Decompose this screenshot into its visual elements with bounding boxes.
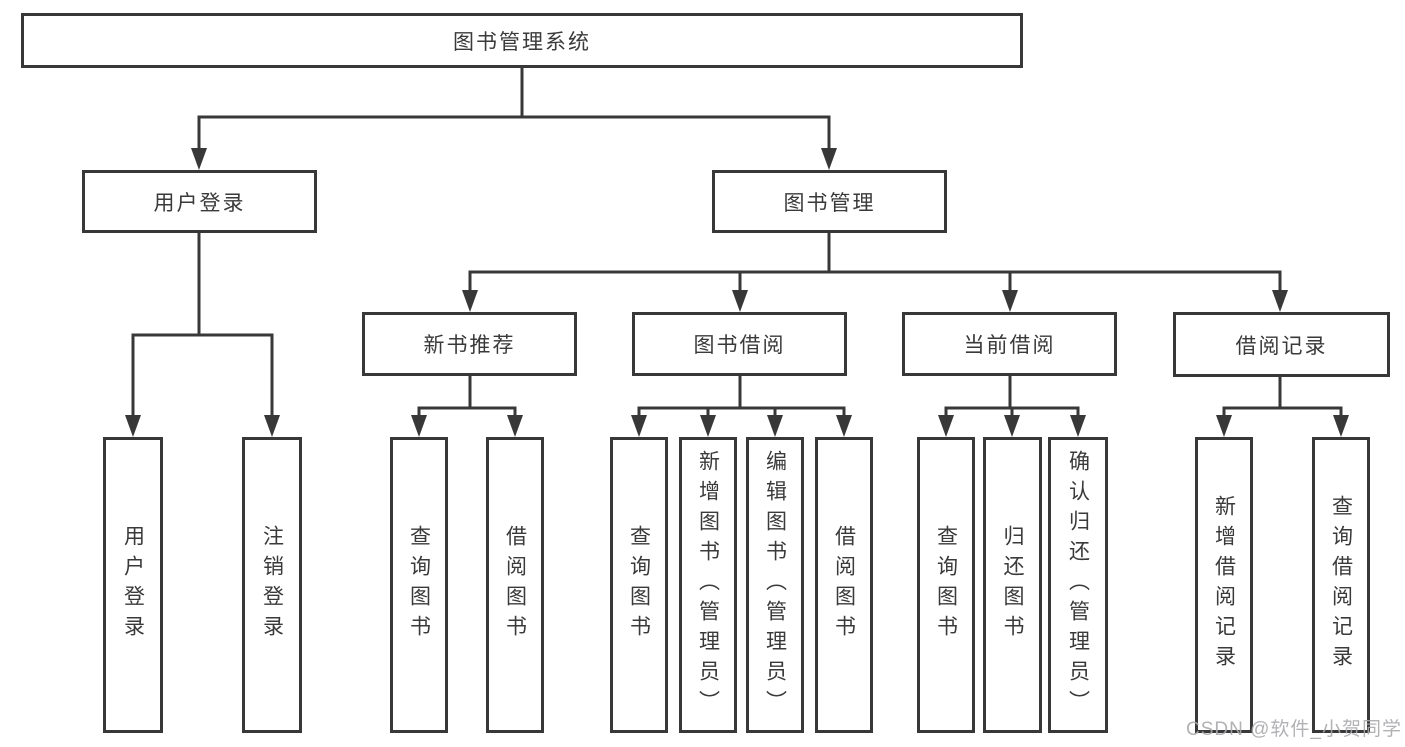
node-book-management: 图书管理	[712, 170, 947, 233]
watermark: CSDN @软件_小贺同学	[1186, 719, 1402, 740]
node-label: 借阅图书	[503, 525, 527, 645]
node-label: 新增借阅记录	[1212, 495, 1236, 675]
node-current-borrow: 当前借阅	[902, 312, 1117, 376]
connector-root-to-level2	[197, 66, 831, 155]
node-label: 当前借阅	[963, 334, 1056, 357]
node-book-borrow: 图书借阅	[632, 312, 847, 376]
leaf-logout: 注销登录	[242, 437, 302, 733]
node-label: 注销登录	[260, 525, 284, 645]
node-label: 查询图书	[407, 525, 431, 645]
node-label: 确认归还（管理员）	[1066, 450, 1090, 720]
connector-book-borrow-children	[637, 374, 846, 422]
leaf-query-books-borrow: 查询图书	[610, 437, 668, 733]
arrowheads	[125, 148, 1349, 437]
node-label: 用户登录	[121, 525, 145, 645]
node-user-login: 用户登录	[82, 170, 317, 233]
node-borrow-records: 借阅记录	[1173, 312, 1390, 377]
node-label: 图书借阅	[693, 334, 786, 357]
leaf-confirm-return-admin: 确认归还（管理员）	[1048, 437, 1108, 733]
leaf-query-books-recommend: 查询图书	[390, 437, 448, 733]
connector-borrow-records-children	[1222, 375, 1343, 422]
node-root-system: 图书管理系统	[21, 13, 1023, 68]
connector-new-book-children	[417, 374, 517, 422]
leaf-query-borrow-record: 查询借阅记录	[1312, 437, 1370, 733]
connector-user-login-children	[131, 231, 274, 422]
node-label: 新书推荐	[423, 334, 516, 357]
leaf-user-login: 用户登录	[103, 437, 163, 733]
node-label: 查询图书	[934, 525, 958, 645]
connector-book-management-children	[468, 231, 1282, 297]
leaf-borrow-books-recommend: 借阅图书	[486, 437, 544, 733]
leaf-borrow-books: 借阅图书	[815, 437, 873, 733]
node-label: 查询图书	[627, 525, 651, 645]
node-label: 新增图书（管理员）	[696, 450, 720, 720]
node-label: 归还图书	[1001, 525, 1024, 645]
node-label: 借阅图书	[832, 525, 856, 645]
node-label: 图书管理	[783, 191, 876, 215]
node-label: 编辑图书（管理员）	[763, 450, 787, 720]
node-new-book-recommend: 新书推荐	[362, 312, 577, 376]
connector-current-borrow-children	[944, 374, 1080, 422]
node-label: 查询借阅记录	[1329, 495, 1353, 675]
leaf-add-borrow-record: 新增借阅记录	[1195, 437, 1253, 733]
node-label: 图书管理系统	[453, 30, 591, 54]
leaf-edit-book-admin: 编辑图书（管理员）	[746, 437, 804, 733]
node-label: 借阅记录	[1235, 334, 1328, 358]
leaf-add-book-admin: 新增图书（管理员）	[679, 437, 737, 733]
leaf-query-books-current: 查询图书	[917, 437, 975, 733]
leaf-return-book: 归还图书	[983, 437, 1042, 733]
node-label: 用户登录	[153, 191, 246, 215]
